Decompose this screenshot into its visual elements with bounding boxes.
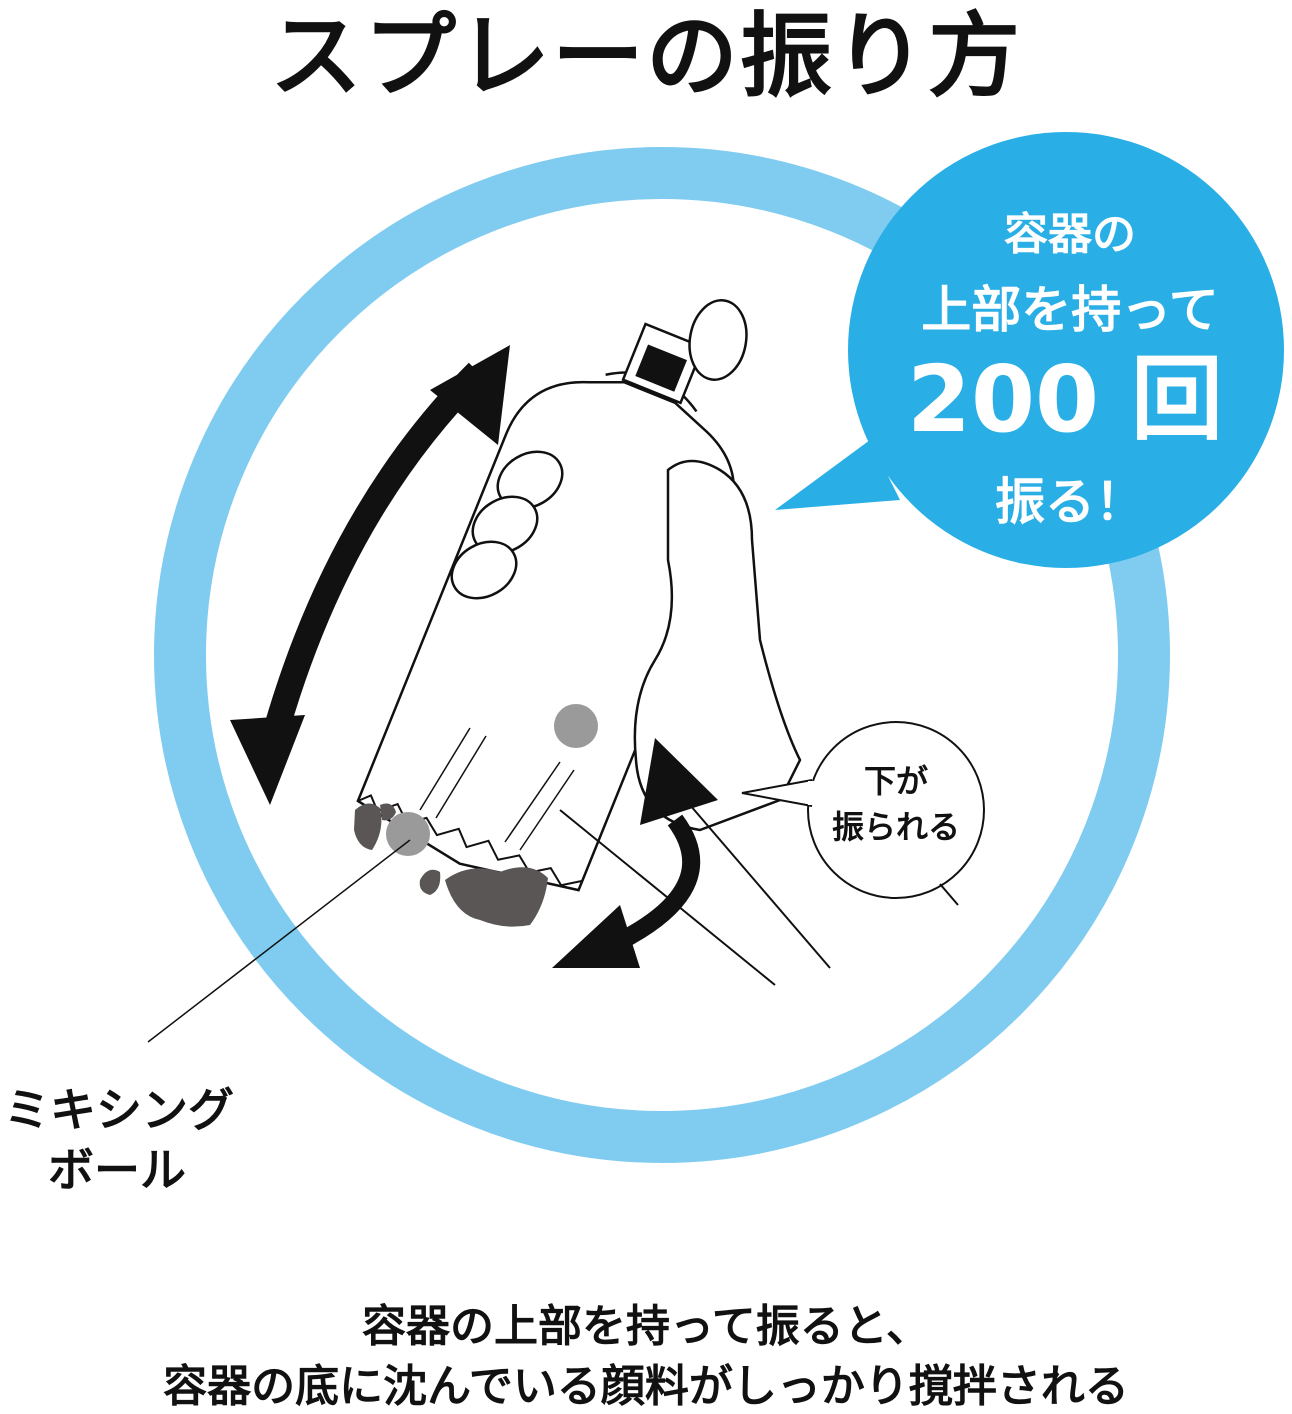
swing-arrow-icon	[230, 345, 510, 805]
leader-line	[147, 839, 411, 1043]
page-title: スプレーの振り方	[269, 3, 1022, 110]
callout-line-2: 上部を持って	[921, 281, 1219, 339]
mixing-ball-top	[554, 704, 598, 748]
small-callout-text: 下が 振られる	[806, 758, 986, 850]
caption-line-1: 容器の上部を持って振ると、	[361, 1301, 931, 1352]
mixing-ball-label: ミキシング ボール	[4, 1080, 234, 1200]
rotation-arrow-icon	[552, 738, 718, 968]
small-callout-line-1: 下が	[863, 762, 928, 800]
pigment-sediment	[445, 867, 548, 927]
mixing-ball-bottom	[386, 812, 430, 856]
callout-line-4: 振る！	[995, 473, 1145, 531]
mixing-ball-label-line-1: ミキシング	[4, 1083, 234, 1137]
motion-ring	[154, 147, 1170, 1163]
caption-line-2: 容器の底に沈んでいる顔料がしっかり撹拌される	[163, 1361, 1129, 1412]
small-callout-line-2: 振られる	[831, 808, 960, 846]
callout-bubble	[775, 132, 1284, 568]
hand-icon	[450, 299, 802, 832]
callout-line-1: 容器の	[1004, 209, 1136, 260]
mixing-ball-label-line-2: ボール	[48, 1143, 186, 1197]
small-callout-bubble	[741, 721, 985, 906]
callout-count: 200 回	[906, 346, 1224, 453]
